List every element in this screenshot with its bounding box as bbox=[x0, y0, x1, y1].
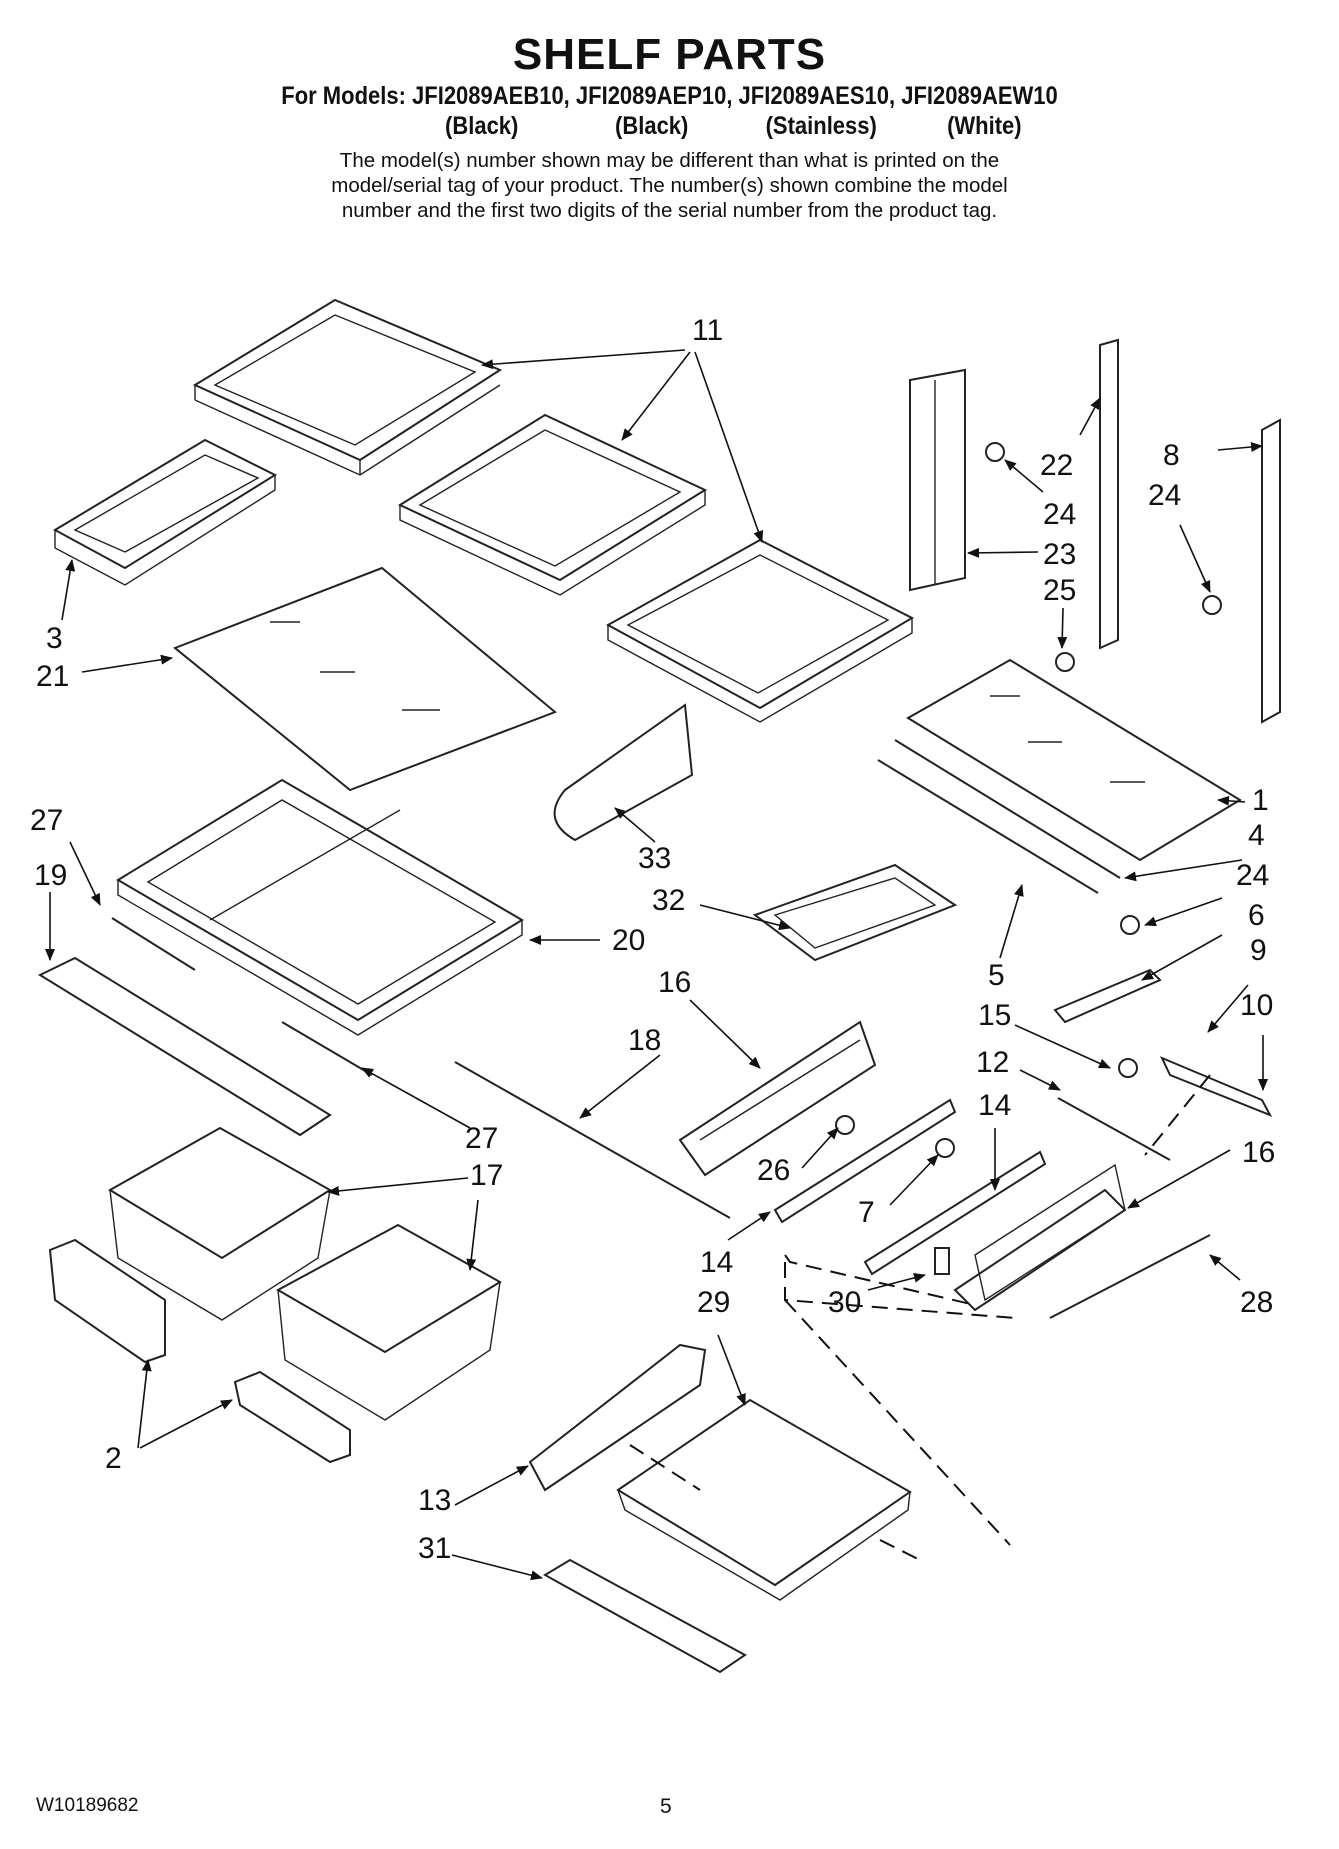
screw-24 bbox=[1202, 595, 1222, 615]
callout-number: 7 bbox=[858, 1196, 875, 1229]
callout-number: 14 bbox=[700, 1246, 733, 1279]
assembly-line bbox=[784, 1299, 1011, 1546]
leader-lines bbox=[45, 349, 1268, 1581]
cover-2 bbox=[48, 1238, 166, 1364]
rail-23 bbox=[909, 368, 966, 592]
assembly-line bbox=[879, 1539, 921, 1561]
callout-number: 13 bbox=[418, 1484, 451, 1517]
callout-number: 8 bbox=[1163, 439, 1180, 472]
callout-number: 33 bbox=[638, 842, 671, 875]
variant-label: (Black) bbox=[445, 112, 519, 140]
callout-number: 23 bbox=[1043, 538, 1076, 571]
callout-number: 11 bbox=[692, 314, 723, 347]
callout-number: 2 bbox=[105, 1442, 122, 1475]
cover-33 bbox=[553, 703, 694, 842]
callout-number: 5 bbox=[988, 959, 1005, 992]
callout-number: 4 bbox=[1248, 819, 1265, 852]
bracket-30 bbox=[934, 1247, 950, 1275]
rod-12 bbox=[1057, 1097, 1171, 1161]
callout-number: 28 bbox=[1240, 1286, 1273, 1319]
shelf-11-upper bbox=[192, 298, 503, 476]
rod-18 bbox=[454, 1061, 731, 1219]
callout-number: 32 bbox=[652, 884, 685, 917]
callout-number: 31 bbox=[418, 1532, 451, 1565]
callout-number: 18 bbox=[628, 1024, 661, 1057]
callout-number: 17 bbox=[470, 1159, 503, 1192]
assembly-line bbox=[1144, 1074, 1211, 1156]
page-title: SHELF PARTS bbox=[512, 30, 827, 79]
screw-26 bbox=[835, 1115, 855, 1135]
housing-16-left bbox=[678, 1020, 877, 1177]
rail-8 bbox=[1261, 418, 1281, 724]
callout-number: 1 bbox=[1252, 784, 1269, 817]
glass-shelf-1 bbox=[906, 658, 1242, 862]
callout-labels: 11 22 8 24 24 23 25 3 21 1 27 4 24 33 19… bbox=[30, 314, 1275, 1565]
screw-24 bbox=[985, 442, 1005, 462]
callout-number: 12 bbox=[976, 1046, 1009, 1079]
rail-14 bbox=[863, 1150, 1047, 1276]
bracket-9 bbox=[1053, 968, 1162, 1024]
pan-29 bbox=[616, 1398, 912, 1601]
note-line: The model(s) number shown may be differe… bbox=[339, 149, 1000, 172]
callout-number: 6 bbox=[1248, 899, 1265, 932]
crisper-drawer-17 bbox=[275, 1223, 502, 1421]
tray-32 bbox=[752, 863, 958, 962]
callout-number: 9 bbox=[1250, 934, 1267, 967]
screw-15 bbox=[1118, 1058, 1138, 1078]
trim-19 bbox=[37, 956, 332, 1137]
cover-31 bbox=[542, 1558, 747, 1674]
housing-16-right bbox=[953, 1163, 1127, 1312]
assembly-line bbox=[784, 1254, 976, 1306]
shelf-11-lower bbox=[605, 538, 915, 723]
document-number: W10189682 bbox=[36, 1795, 139, 1816]
variant-label: (Stainless) bbox=[765, 112, 877, 140]
callout-number: 27 bbox=[465, 1122, 498, 1155]
bracket-10 bbox=[1159, 1056, 1273, 1117]
callout-number: 3 bbox=[46, 622, 63, 655]
callout-number: 24 bbox=[1148, 479, 1181, 512]
note-line: number and the first two digits of the s… bbox=[341, 199, 998, 222]
callout-number: 16 bbox=[658, 966, 691, 999]
callout-number: 15 bbox=[978, 999, 1011, 1032]
callout-number: 10 bbox=[1240, 989, 1273, 1022]
callout-number: 27 bbox=[30, 804, 63, 837]
wire-28 bbox=[1049, 1234, 1211, 1319]
model-list: For Models: JFI2089AEB10, JFI2089AEP10, … bbox=[281, 82, 1058, 110]
glass-shelf-21 bbox=[173, 566, 557, 792]
callout-number: 20 bbox=[612, 924, 645, 957]
slide-27 bbox=[111, 917, 196, 971]
screw-24 bbox=[1120, 915, 1140, 935]
callout-number: 21 bbox=[36, 660, 69, 693]
variant-label: (White) bbox=[947, 112, 1022, 140]
callout-number: 22 bbox=[1040, 449, 1073, 482]
trim-5 bbox=[877, 759, 1099, 894]
screw-25 bbox=[1055, 652, 1075, 672]
callout-number: 14 bbox=[978, 1089, 1011, 1122]
assembly-line bbox=[629, 1444, 701, 1491]
shelf-11-middle bbox=[397, 413, 708, 596]
slide-27 bbox=[281, 1021, 373, 1076]
callout-number: 25 bbox=[1043, 574, 1076, 607]
callout-number: 26 bbox=[757, 1154, 790, 1187]
cover-2 bbox=[233, 1370, 351, 1464]
callout-number: 29 bbox=[697, 1286, 730, 1319]
trim-4 bbox=[894, 739, 1121, 879]
callout-number: 16 bbox=[1242, 1136, 1275, 1169]
divider-13 bbox=[528, 1343, 707, 1492]
screw-7 bbox=[935, 1138, 955, 1158]
callout-number: 30 bbox=[828, 1286, 861, 1319]
variant-label: (Black) bbox=[615, 112, 689, 140]
callout-number: 24 bbox=[1043, 498, 1076, 531]
rail-14 bbox=[773, 1098, 957, 1224]
callout-number: 24 bbox=[1236, 859, 1269, 892]
shelf-frame-20 bbox=[116, 778, 524, 1036]
rail-22 bbox=[1099, 338, 1119, 650]
model-number-note: The model(s) number shown may be differe… bbox=[0, 148, 1339, 223]
shelf-3 bbox=[52, 438, 278, 586]
page-number: 5 bbox=[660, 1795, 672, 1818]
note-line: model/serial tag of your product. The nu… bbox=[331, 174, 1008, 197]
callout-number: 19 bbox=[34, 859, 67, 892]
